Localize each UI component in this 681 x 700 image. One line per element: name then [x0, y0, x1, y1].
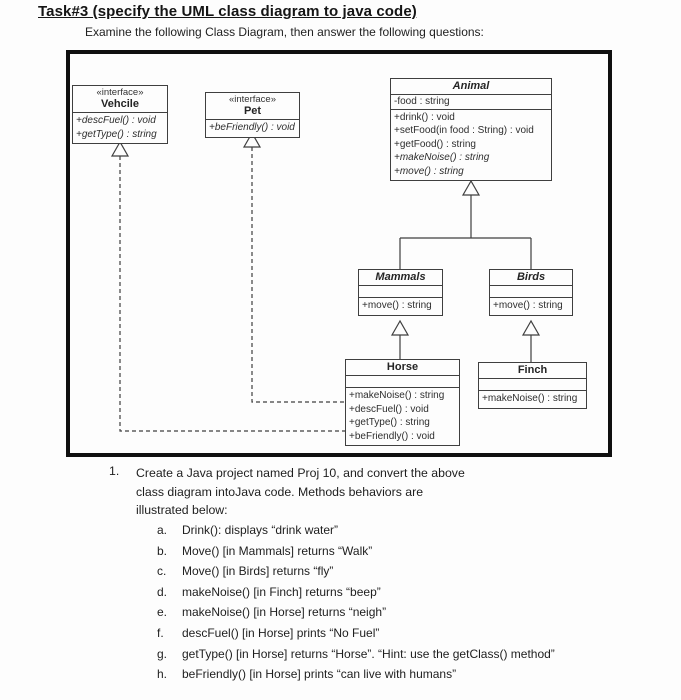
class-name: Vehcile: [101, 98, 139, 110]
question-text: Move() [in Birds] returns “fly”: [182, 564, 334, 579]
class-title: Horse: [346, 360, 459, 376]
question-item: e. makeNoise() [in Horse] returns “neigh”: [157, 602, 555, 623]
stereotype-label: «interface»: [96, 87, 144, 98]
hollow-triangle-icon: [461, 179, 481, 196]
class-method: +move() : string: [493, 300, 563, 311]
question-text: descFuel() [in Horse] prints “No Fuel”: [182, 625, 380, 640]
realization-pet-horse: [242, 131, 347, 403]
uml-class-animal: Animal -food : string +drink() : void +s…: [390, 78, 552, 181]
question-letter: a.: [157, 523, 168, 537]
question-item: c. Move() [in Birds] returns “fly”: [157, 561, 555, 582]
class-title: «interface» Pet: [206, 93, 299, 120]
class-method: +getType() : string: [76, 128, 157, 140]
question-text: getType() [in Horse] returns “Horse”. “H…: [182, 646, 555, 661]
uml-class-vehcile: «interface» Vehcile +descFuel() : void +…: [72, 85, 168, 144]
methods-compartment: +move() : string: [490, 298, 572, 315]
methods-compartment: +makeNoise() : string +descFuel() : void…: [346, 388, 459, 445]
question-item: a. Drink(): displays “drink water”: [157, 520, 555, 541]
generalization-mammals-horse: [390, 319, 410, 361]
question-letter: d.: [157, 584, 168, 599]
class-method: +beFriendly() : void: [209, 122, 295, 133]
class-method: +descFuel() : void: [349, 403, 429, 415]
class-method: +descFuel() : void: [76, 115, 156, 126]
empty-attributes-compartment: [359, 286, 442, 298]
question-text: makeNoise() [in Horse] returns “neigh”: [182, 605, 387, 620]
uml-class-pet: «interface» Pet +beFriendly() : void: [205, 92, 300, 138]
attributes-compartment: -food : string: [391, 95, 551, 110]
empty-attributes-compartment: [346, 376, 459, 388]
page-title: Task#3 (specify the UML class diagram to…: [38, 3, 417, 20]
question-text: beFriendly() [in Horse] prints “can live…: [182, 667, 457, 682]
class-title: «interface» Vehcile: [73, 86, 167, 113]
stereotype-label: «interface»: [228, 94, 276, 105]
question-intro-line: class diagram intoJava code. Methods beh…: [136, 484, 424, 499]
question-number: 1.: [109, 464, 120, 478]
methods-compartment: +descFuel() : void +getType() : string: [73, 113, 167, 143]
question-text: Drink(): displays “drink water”: [182, 523, 339, 537]
uml-class-mammals: Mammals +move() : string: [358, 269, 443, 316]
class-method: +move() : string: [362, 300, 432, 311]
class-method: +setFood(in food : String) : void: [394, 125, 534, 136]
page-subtitle: Examine the following Class Diagram, the…: [85, 25, 484, 39]
uml-class-birds: Birds +move() : string: [489, 269, 573, 316]
question-item: h. beFriendly() [in Horse] prints “can li…: [157, 664, 555, 685]
class-title: Animal: [391, 79, 551, 95]
class-method: +beFriendly() : void: [349, 430, 435, 442]
question-items-list: a. Drink(): displays “drink water” b. Move…: [157, 520, 555, 685]
question-letter: c.: [157, 564, 167, 579]
question-text: makeNoise() [in Finch] returns “beep”: [182, 584, 381, 599]
class-title: Mammals: [359, 270, 442, 286]
class-method: +makeNoise() : string: [349, 390, 445, 401]
class-name: Pet: [243, 105, 262, 117]
class-method: +drink() : void: [394, 111, 455, 123]
question-item: g. getType() [in Horse] returns “Horse”. …: [157, 644, 555, 665]
hollow-triangle-icon: [110, 140, 130, 157]
class-method: +getType() : string: [349, 417, 430, 428]
empty-attributes-compartment: [479, 379, 586, 391]
question-letter: b.: [157, 543, 168, 558]
class-name: Finch: [517, 364, 548, 376]
question-letter: h.: [157, 667, 168, 682]
uml-class-finch: Finch +makeNoise() : string: [478, 362, 587, 409]
class-attribute: -food : string: [394, 96, 450, 107]
class-method: +move() : string: [394, 165, 464, 177]
realization-vehcile-horse: [110, 140, 347, 432]
methods-compartment: +move() : string: [359, 298, 442, 315]
class-method: +makeNoise() : string: [394, 152, 490, 163]
methods-compartment: +makeNoise() : string: [479, 391, 586, 408]
hollow-triangle-icon: [521, 319, 541, 336]
question-letter: f.: [157, 625, 164, 640]
question-intro: Create a Java project named Proj 10, and…: [136, 464, 536, 520]
question-text: Move() [in Mammals] returns “Walk”: [182, 543, 373, 558]
class-name: Mammals: [375, 271, 426, 283]
question-letter: e.: [157, 605, 168, 620]
class-method: +makeNoise() : string: [482, 393, 578, 404]
methods-compartment: +beFriendly() : void: [206, 120, 299, 137]
hollow-triangle-icon: [390, 319, 410, 336]
class-title: Finch: [479, 363, 586, 379]
generalization-animal-tree: [399, 179, 532, 271]
class-name: Animal: [452, 80, 490, 92]
question-item: d. makeNoise() [in Finch] returns “beep”: [157, 582, 555, 603]
generalization-birds-finch: [521, 319, 541, 364]
class-title: Birds: [490, 270, 572, 286]
class-method: +getFood() : string: [394, 138, 476, 150]
connectors-svg: [110, 131, 541, 432]
question-item: b. Move() [in Mammals] returns “Walk”: [157, 541, 555, 562]
question-intro-line: Create a Java project named Proj 10, and…: [136, 466, 465, 480]
question-item: f. descFuel() [in Horse] prints “No Fuel”: [157, 623, 555, 644]
class-name: Birds: [516, 271, 546, 283]
empty-attributes-compartment: [490, 286, 572, 298]
uml-diagram-frame: «interface» Vehcile +descFuel() : void +…: [66, 50, 612, 457]
question-letter: g.: [157, 646, 168, 661]
methods-compartment: +drink() : void +setFood(in food : Strin…: [391, 110, 551, 181]
question-intro-line: illustrated below:: [136, 503, 228, 517]
class-name: Horse: [386, 361, 419, 373]
uml-class-horse: Horse +makeNoise() : string +descFuel() …: [345, 359, 460, 446]
